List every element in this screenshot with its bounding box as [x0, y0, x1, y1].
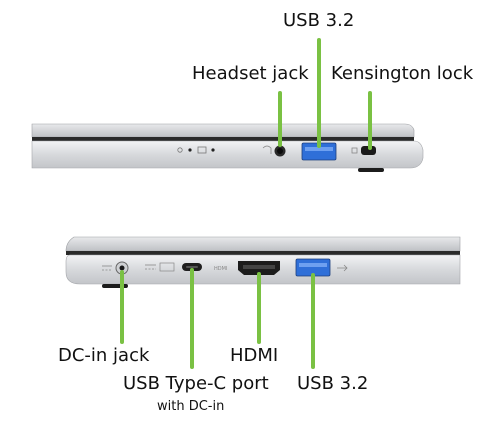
usb-type-c-port — [145, 262, 202, 272]
rubber-foot — [358, 168, 384, 172]
headset-jack-port — [262, 145, 286, 157]
laptop-left-side: HDMI — [65, 236, 461, 288]
label-dc-in-jack: DC-in jack — [58, 345, 150, 366]
label-headset-jack: Headset jack — [192, 63, 309, 84]
lid-seam — [32, 137, 414, 141]
rubber-foot-left — [102, 284, 128, 288]
svg-text:HDMI: HDMI — [214, 266, 227, 272]
callouts-top — [278, 38, 372, 150]
hdmi-port: HDMI — [214, 261, 280, 275]
label-with-dc-in: with DC-in — [157, 399, 225, 414]
status-leds — [177, 146, 215, 154]
kensington-lock-slot — [351, 146, 376, 155]
label-usb-3-2-top: USB 3.2 — [283, 10, 355, 31]
label-hdmi: HDMI — [230, 345, 279, 366]
label-usb-3-2-bottom: USB 3.2 — [297, 373, 369, 394]
label-kensington-lock: Kensington lock — [331, 63, 474, 84]
laptop-right-side — [31, 123, 424, 172]
label-usb-type-c-port: USB Type-C port — [123, 373, 269, 394]
callouts-bottom — [120, 268, 315, 369]
lid-seam-left — [66, 251, 460, 255]
